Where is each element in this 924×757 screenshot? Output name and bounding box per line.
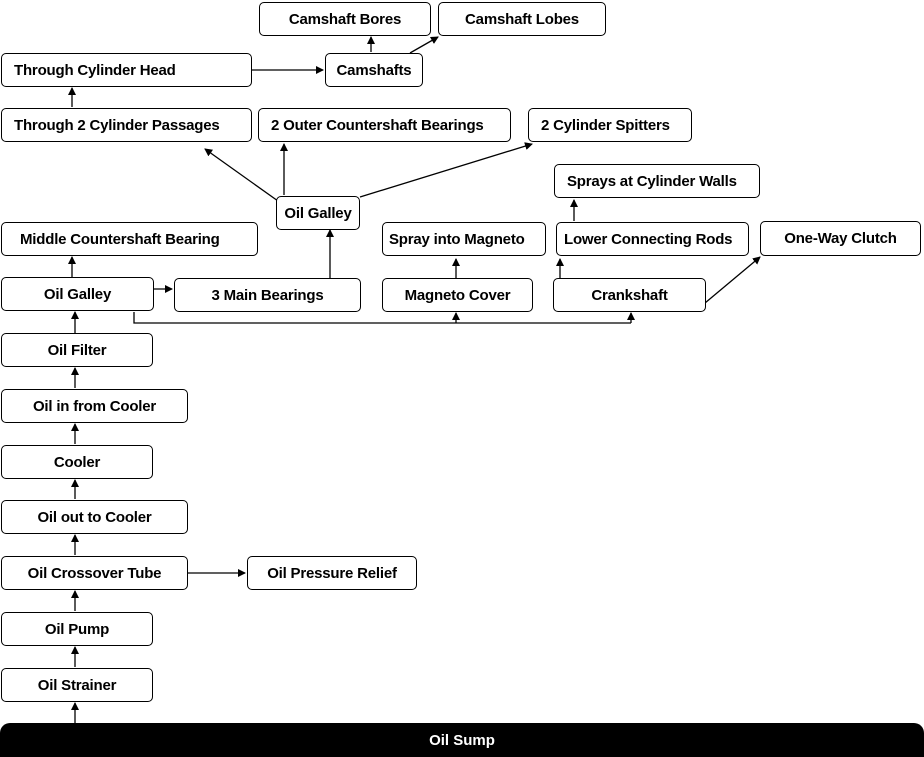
node-3-main-bearings: 3 Main Bearings [174,278,361,312]
node-oil-pump: Oil Pump [1,612,153,646]
node-spray-into-magneto: Spray into Magneto [382,222,546,256]
node-label: Oil in from Cooler [32,397,157,415]
node-label: Oil Galley [43,285,112,303]
node-oil-galley-lower: Oil Galley [1,277,154,311]
node-sprays-at-cylinder-walls: Sprays at Cylinder Walls [554,164,760,198]
node-label: Camshaft Bores [288,10,402,28]
node-camshaft-bores: Camshaft Bores [259,2,431,36]
arrow-galley-to-cyl-passages [204,148,279,202]
node-oil-in-from-cooler: Oil in from Cooler [1,389,188,423]
node-label: Through Cylinder Head [14,61,176,79]
node-label: Magneto Cover [404,286,511,304]
node-label: 3 Main Bearings [211,286,324,304]
arrow-crankshaft-to-clutch [704,256,761,304]
node-label: Sprays at Cylinder Walls [567,172,737,190]
node-camshaft-lobes: Camshaft Lobes [438,2,606,36]
node-label: Middle Countershaft Bearing [20,230,220,248]
node-2-cylinder-spitters: 2 Cylinder Spitters [528,108,692,142]
sump-label: Oil Sump [429,731,495,749]
node-oil-pressure-relief: Oil Pressure Relief [247,556,417,590]
node-oil-out-to-cooler: Oil out to Cooler [1,500,188,534]
node-through-2-cylinder-passages: Through 2 Cylinder Passages [1,108,252,142]
node-label: Oil Galley [284,204,352,222]
node-oil-galley-upper: Oil Galley [276,196,360,230]
node-label: Oil Pump [44,620,110,638]
node-middle-countershaft-bearing: Middle Countershaft Bearing [1,222,258,256]
node-oil-strainer: Oil Strainer [1,668,153,702]
node-camshafts: Camshafts [325,53,423,87]
node-label: Camshaft Lobes [465,10,579,28]
node-label: Oil Pressure Relief [267,564,397,582]
node-label: Oil Strainer [37,676,117,694]
node-label: Oil Filter [47,341,107,359]
node-magneto-cover: Magneto Cover [382,278,533,312]
node-label: Lower Connecting Rods [564,230,733,248]
arrow-galley-to-spitters [359,142,533,198]
node-one-way-clutch: One-Way Clutch [760,221,921,256]
node-label: Cooler [53,453,101,471]
node-label: 2 Cylinder Spitters [541,116,670,134]
node-label: Camshafts [336,61,412,79]
node-oil-crossover-tube: Oil Crossover Tube [1,556,188,590]
node-crankshaft: Crankshaft [553,278,706,312]
node-label: One-Way Clutch [784,230,897,247]
node-through-cylinder-head: Through Cylinder Head [1,53,252,87]
node-label: Through 2 Cylinder Passages [14,116,220,134]
node-label: Spray into Magneto [389,230,525,248]
node-2-outer-countershaft-bearings: 2 Outer Countershaft Bearings [258,108,511,142]
node-cooler: Cooler [1,445,153,479]
node-label: Oil out to Cooler [37,508,152,526]
arrow-camshafts-to-lobes [409,36,439,54]
line-galley-bus [133,312,631,324]
node-lower-connecting-rods: Lower Connecting Rods [556,222,749,256]
node-oil-sump: Oil Sump [0,723,924,757]
node-label: Oil Crossover Tube [27,564,162,582]
node-label: 2 Outer Countershaft Bearings [271,116,484,134]
node-label: Crankshaft [591,286,668,304]
node-oil-filter: Oil Filter [1,333,153,367]
